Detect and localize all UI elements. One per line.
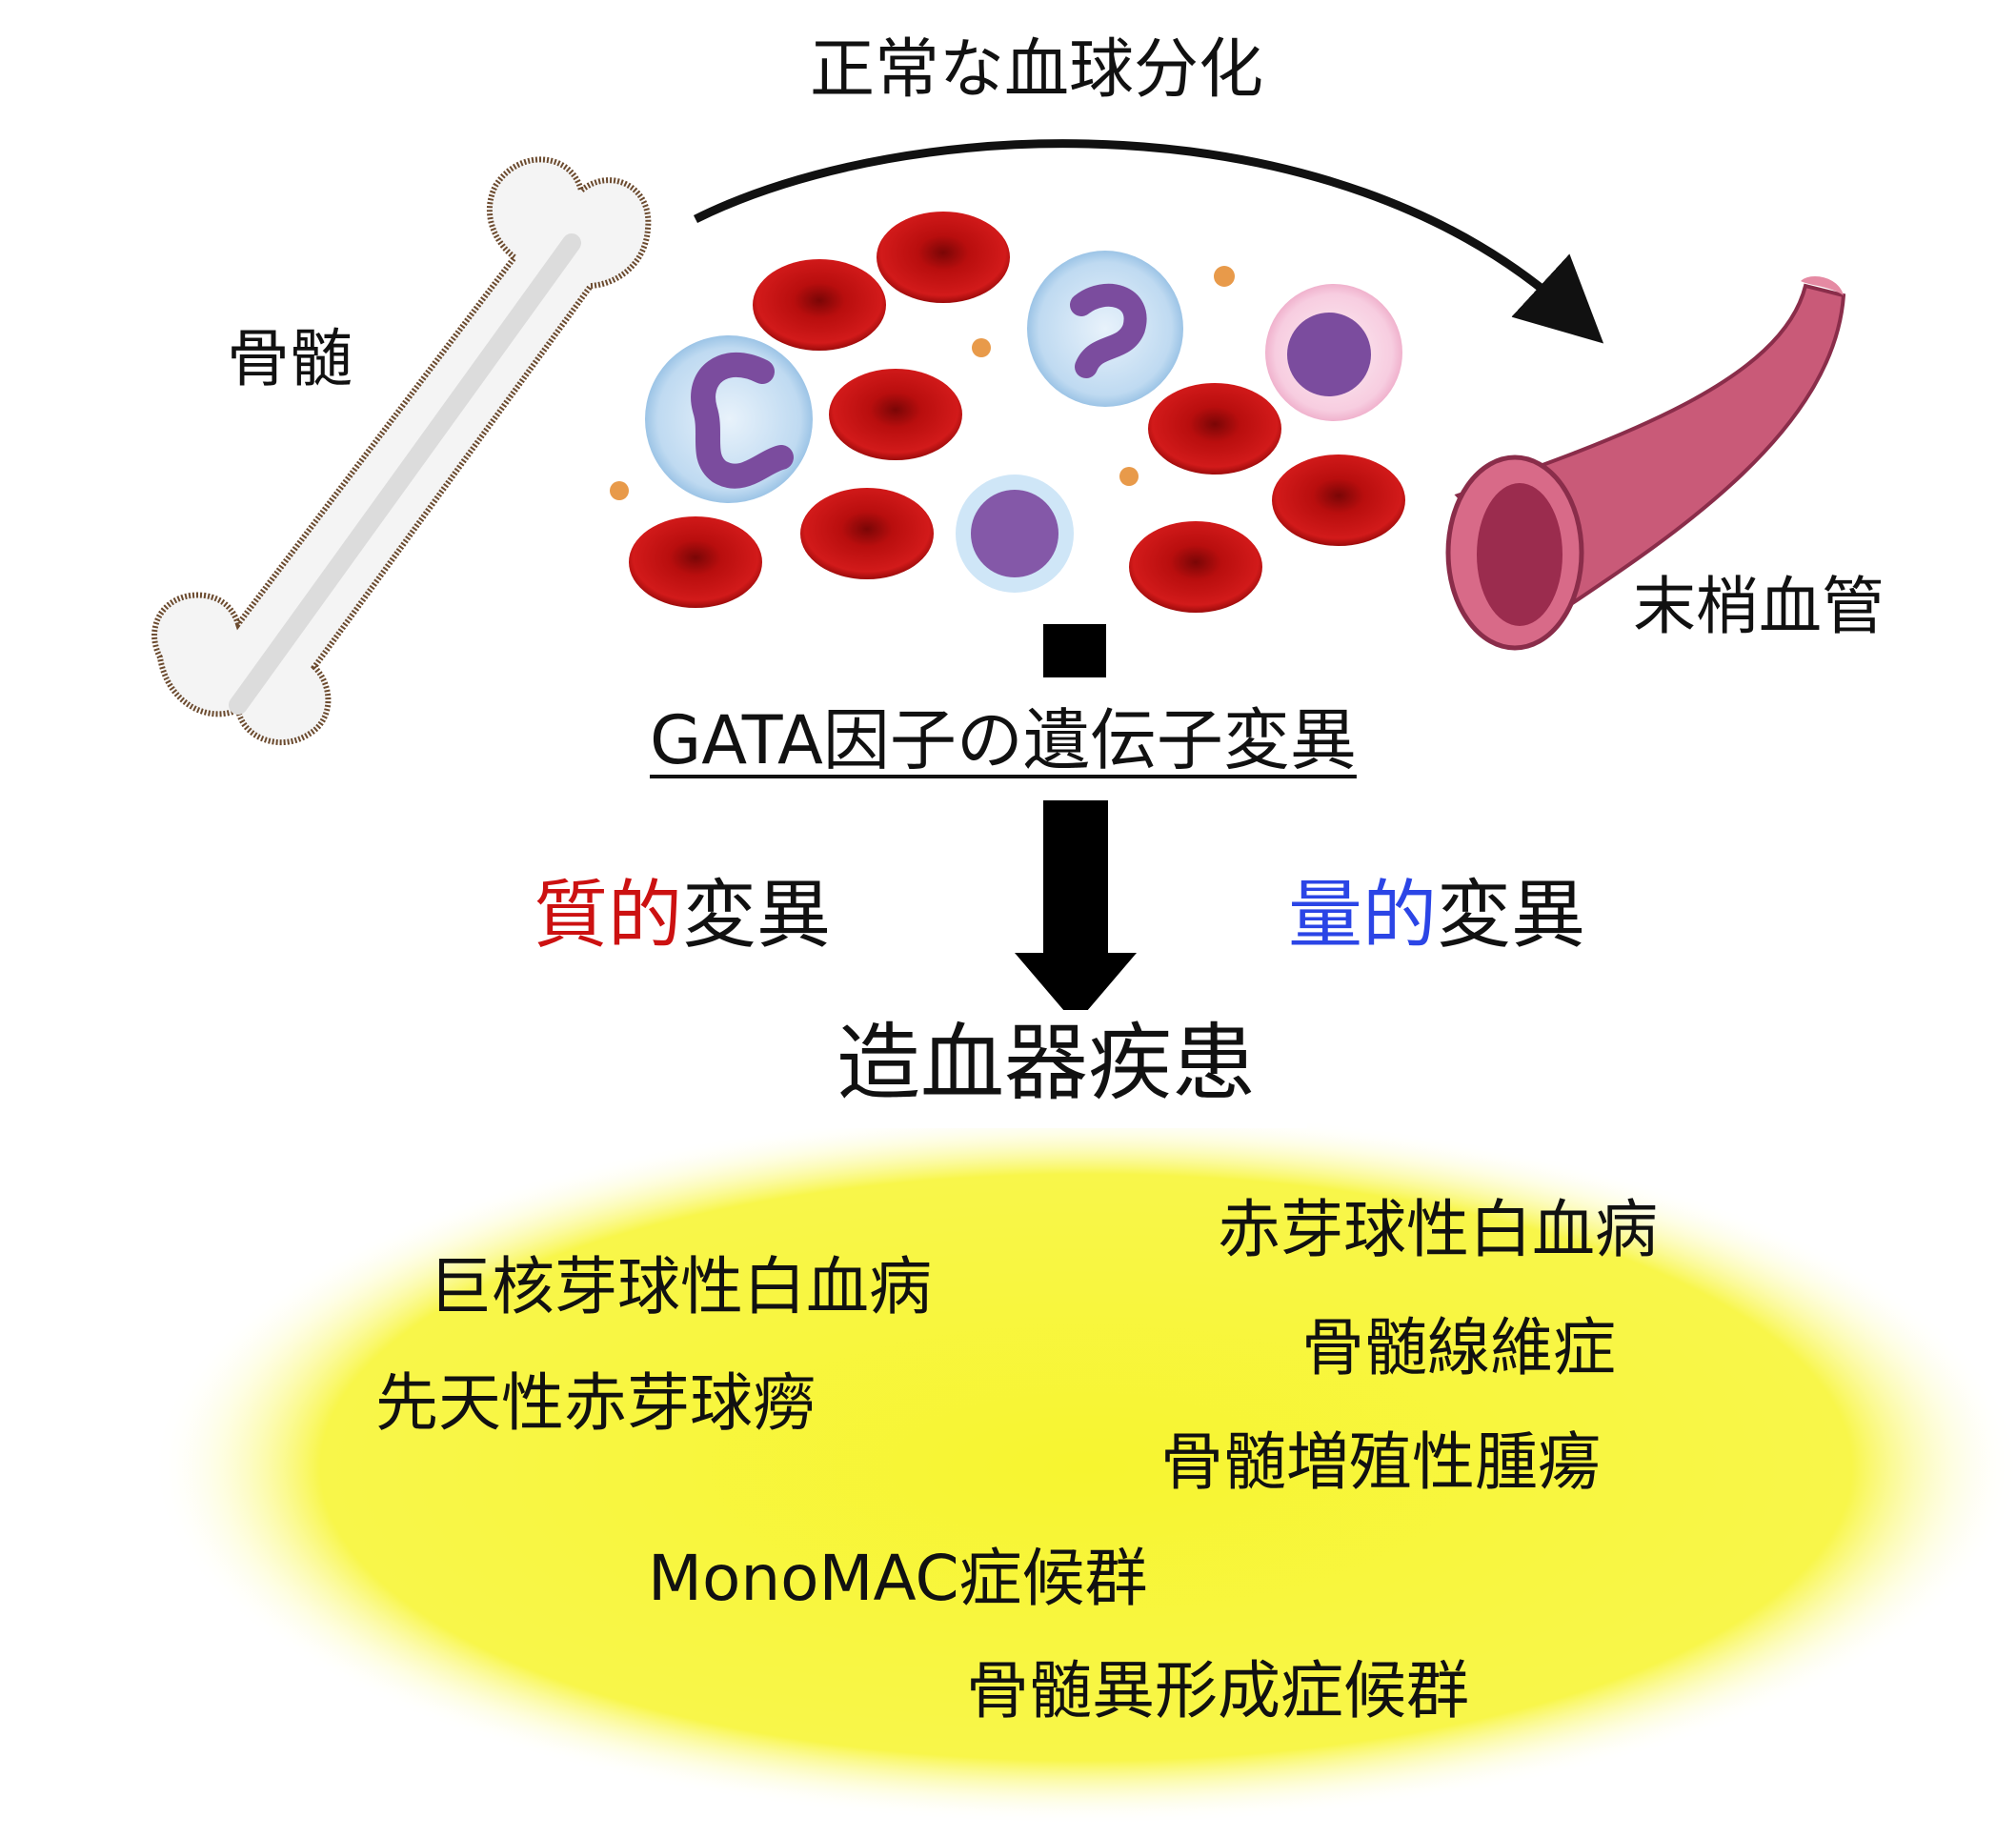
platelet-icon xyxy=(610,266,1235,500)
hematologic-label: 造血器疾患 xyxy=(837,1014,1257,1112)
disease-item: 骨髄線維症 xyxy=(1301,1311,1616,1384)
gata-label: GATA因子の遺伝子変異 xyxy=(650,701,1357,779)
qualitative-label: 質的変異 xyxy=(534,879,831,953)
disease-item: 先天性赤芽球癆 xyxy=(375,1366,816,1440)
monocyte-icon xyxy=(1265,284,1402,421)
lymphocyte-icon xyxy=(956,475,1074,593)
hematologic-label-box xyxy=(806,1010,1307,1128)
qualitative-rest: 変異 xyxy=(682,873,832,959)
blood-vessel-icon xyxy=(1445,276,1846,651)
disease-item: MonoMAC症候群 xyxy=(648,1542,1148,1615)
title: 正常な血球分化 xyxy=(810,32,1264,108)
bone-label: 骨髄 xyxy=(227,322,353,395)
red-blood-cell-icon xyxy=(629,212,1405,613)
qualitative-emph: 質的 xyxy=(534,873,683,959)
down-arrow xyxy=(1015,800,1137,1024)
differentiation-arrow xyxy=(693,139,1604,344)
quantitative-rest: 変異 xyxy=(1437,873,1586,959)
connector-square xyxy=(1043,624,1106,677)
bone-icon xyxy=(151,156,652,745)
quantitative-emph: 量的 xyxy=(1288,873,1438,959)
disease-item: 赤芽球性白血病 xyxy=(1218,1193,1658,1266)
disease-item: 骨髄異形成症候群 xyxy=(966,1654,1469,1727)
disease-highlight xyxy=(152,1110,2016,1825)
vessel-label: 末梢血管 xyxy=(1633,570,1885,643)
disease-item: 巨核芽球性白血病 xyxy=(429,1250,932,1323)
disease-item: 骨髄増殖性腫瘍 xyxy=(1160,1425,1601,1499)
quantitative-label: 量的変異 xyxy=(1288,879,1585,953)
neutrophil-icon xyxy=(645,251,1183,503)
